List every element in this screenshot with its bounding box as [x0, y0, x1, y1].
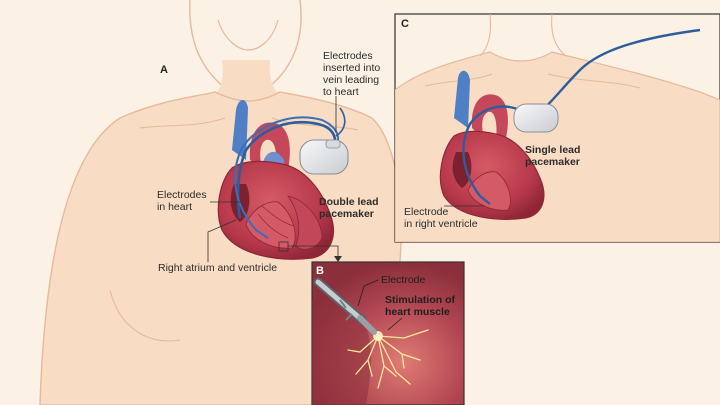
panel-b-leader-electrode: [357, 279, 379, 307]
pacemaker-a: [234, 107, 349, 239]
panel-b-inset: [311, 261, 465, 405]
panel-a-leaders: [207, 96, 339, 262]
right-ventricle: [245, 201, 296, 249]
inset-marker: [278, 241, 289, 252]
left-ventricle: [287, 195, 323, 250]
label-single-lead-pacemaker: Single lead pacemaker: [525, 144, 581, 168]
panel-c-vena-cava: [454, 70, 470, 128]
collarbone-left: [139, 117, 226, 129]
leader-chambers: [207, 219, 237, 262]
label-electrode-right-ventricle: Electrode in right ventricle: [404, 206, 478, 230]
label-electrodes-vein: Electrodes inserted into vein leading to…: [323, 50, 381, 98]
lead-wire-a-3: [335, 107, 346, 137]
panel-b-tissue-fold: [312, 296, 371, 405]
panel-c-pacemaker-device-icon: [513, 103, 559, 133]
panel-b-letter: B: [316, 265, 324, 277]
label-electrode: Electrode: [381, 274, 426, 286]
label-electrodes-heart: Electrodes in heart: [157, 189, 207, 213]
heart-a: [217, 99, 334, 260]
pacemaker-device-icon: [299, 139, 349, 175]
panel-c-body: [395, 14, 720, 242]
label-double-lead-pacemaker: Double lead pacemaker: [319, 196, 379, 220]
electrode-tip-icon: [313, 277, 377, 335]
label-stimulation-heart-muscle: Stimulation of heart muscle: [385, 294, 455, 318]
neck: [210, 60, 285, 100]
arrow-to-inset: [334, 256, 342, 262]
chin-outline: [217, 19, 279, 51]
panel-b-leader-stimulation: [387, 317, 403, 331]
panel-a-letter: A: [160, 64, 168, 76]
leader-to-inset: [288, 245, 339, 258]
panel-c-neck-outline: [479, 14, 567, 57]
pacemaker-header: [325, 139, 341, 149]
lead-wire-a-2: [234, 116, 339, 239]
panel-c-right-atrium: [452, 152, 472, 188]
lead-wire-a-1: [236, 120, 337, 219]
septum-fibers: [257, 205, 295, 239]
panel-c-right-ventricle: [467, 171, 511, 211]
panel-c-letter: C: [401, 18, 409, 30]
spark-icon: [347, 329, 429, 389]
label-right-atrium-ventricle: Right atrium and ventricle: [158, 262, 278, 274]
